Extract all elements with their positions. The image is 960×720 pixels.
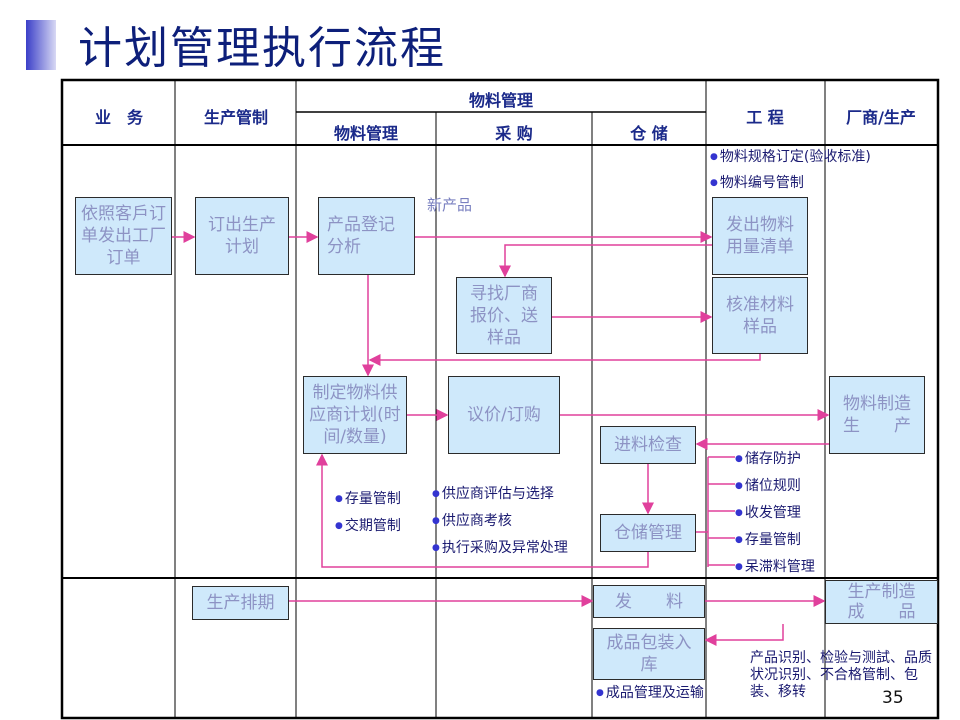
box-label: 成品包装入库 (606, 633, 692, 675)
header-material-management: 物料管理 (333, 124, 399, 143)
arrows (172, 231, 830, 646)
box-label: 寻找厂商报价、送样品 (470, 283, 538, 348)
bullet-engineering: 物料编号管制 (710, 172, 804, 192)
box-approve-samples: 核准材料样品 (712, 277, 808, 354)
box-label: 订出生产计划 (208, 215, 276, 257)
header-vendor-production: 厂商/生产 (846, 108, 916, 127)
box-label: 进料检查 (614, 435, 682, 455)
box-label: 仓储管理 (614, 523, 682, 543)
header-warehouse: 仓 储 (630, 124, 668, 143)
bullet-warehouse: 呆滞料管理 (735, 556, 815, 576)
box-label: 产品登记分析 (327, 215, 395, 257)
box-production-plan: 订出生产计划 (195, 197, 289, 275)
bullet-material: 存量管制 (335, 488, 401, 508)
bullet-engineering: 物料规格订定(验收标准) (710, 146, 871, 166)
box-label: 制定物料供应商计划(时间/数量) (309, 383, 401, 447)
box-material-bom: 发出物料用量清单 (712, 197, 808, 275)
box-find-vendor: 寻找厂商报价、送样品 (456, 277, 552, 354)
page-title: 计划管理执行流程 (78, 23, 446, 74)
box-warehouse-management: 仓储管理 (600, 514, 696, 552)
box-incoming-inspection: 进料检查 (600, 426, 696, 464)
box-product-registration: 产品登记分析 (318, 197, 415, 275)
box-label: 依照客戶订单发出工厂订单 (81, 204, 166, 268)
page-number: 35 (882, 688, 904, 708)
box-label: 物料制造生 产 (843, 394, 911, 436)
header-engineering: 工 程 (746, 108, 784, 127)
header-purchasing: 采 购 (495, 124, 533, 143)
new-product-label: 新产品 (427, 196, 473, 214)
header-business: 业 务 (94, 108, 144, 127)
box-label: 生产制造成 品 (847, 582, 916, 622)
box-label: 生产排期 (206, 593, 275, 613)
header-material-management-group: 物料管理 (468, 91, 534, 110)
bullet-purchasing: 执行采购及异常处理 (432, 537, 568, 557)
box-finished-goods: 生产制造成 品 (825, 580, 938, 624)
box-label: 发出物料用量清单 (726, 215, 794, 257)
box-issue-material: 发 料 (593, 585, 705, 618)
box-label: 核准材料样品 (726, 294, 794, 337)
bullet-warehouse: 收发管理 (735, 502, 801, 522)
title-accent-bar (26, 20, 56, 70)
bullet-purchasing: 供应商考核 (432, 510, 512, 530)
bullet-warehouse: 存量管制 (735, 529, 801, 549)
box-packaging-storage: 成品包装入库 (593, 628, 705, 680)
quality-note: 产品识别、检验与测試、品质状况识别、不合格管制、包装、移转 (750, 650, 932, 700)
header-production-control: 生产管制 (203, 108, 269, 127)
bullet-material: 交期管制 (335, 515, 401, 535)
bullet-warehouse: 储存防护 (735, 448, 801, 468)
bullet-warehouse: 储位规则 (735, 475, 801, 495)
bullet-purchasing: 供应商评估与选择 (432, 483, 554, 503)
box-label: 议价/订购 (467, 405, 541, 425)
box-customer-order: 依照客戶订单发出工厂订单 (75, 197, 172, 275)
box-supplier-plan: 制定物料供应商计划(时间/数量) (303, 376, 407, 454)
box-label: 发 料 (615, 591, 683, 612)
box-negotiate-order: 议价/订购 (448, 376, 560, 454)
box-production-schedule: 生产排期 (192, 586, 289, 620)
bullet-finished-goods: 成品管理及运输 (596, 682, 704, 702)
box-material-manufacturing: 物料制造生 产 (829, 376, 925, 454)
